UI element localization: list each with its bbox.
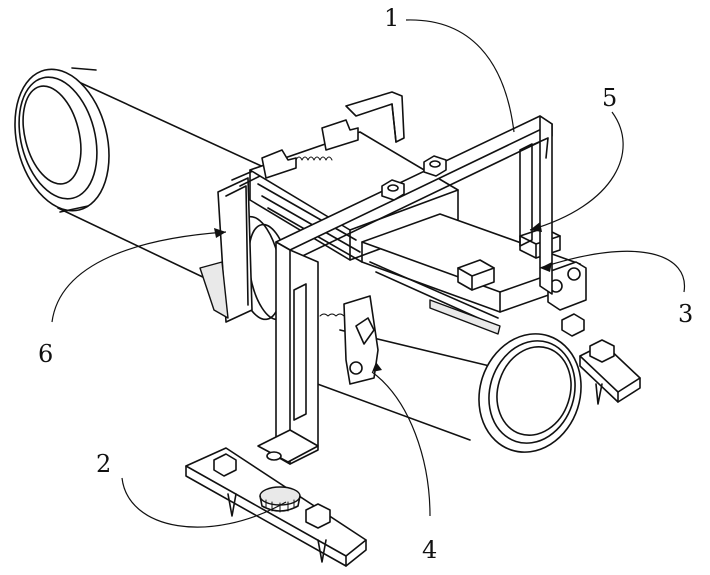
- leader-6: [51, 231, 227, 323]
- front-spring: [319, 313, 345, 317]
- leader-1: [405, 19, 515, 133]
- callout-2-label: 2: [96, 450, 111, 478]
- leader-5: [529, 111, 624, 231]
- callout-1-label: 1: [384, 4, 399, 32]
- callout-3-label: 3: [678, 300, 693, 328]
- top-nut-2: [423, 155, 447, 177]
- arrowhead-4: [372, 362, 382, 372]
- arrowhead-5: [530, 222, 542, 232]
- leader-2: [121, 477, 287, 528]
- top-clip-rear: [321, 119, 359, 151]
- arrowhead-6: [214, 228, 226, 238]
- leader-lines: [51, 19, 686, 528]
- leader-3: [539, 250, 686, 293]
- callout-6-label: 6: [38, 340, 53, 368]
- arrowheads: [214, 222, 552, 372]
- lower-slide-rail: [361, 213, 587, 335]
- leader-4: [371, 371, 431, 517]
- base-plate: [185, 447, 367, 567]
- arrowhead-3: [540, 262, 552, 272]
- rear-end-ring: [14, 68, 110, 212]
- left-clamp-plate: [199, 167, 269, 323]
- right-bolt-pad: [561, 313, 641, 405]
- callout-5-label: 5: [602, 84, 617, 112]
- main-frame: [257, 115, 553, 465]
- front-lens: [478, 333, 582, 453]
- top-nut-1: [381, 179, 405, 201]
- top-clip-front: [261, 149, 297, 179]
- front-clamp: [319, 295, 379, 385]
- spring: [295, 156, 333, 161]
- callout-4-label: 4: [422, 536, 437, 564]
